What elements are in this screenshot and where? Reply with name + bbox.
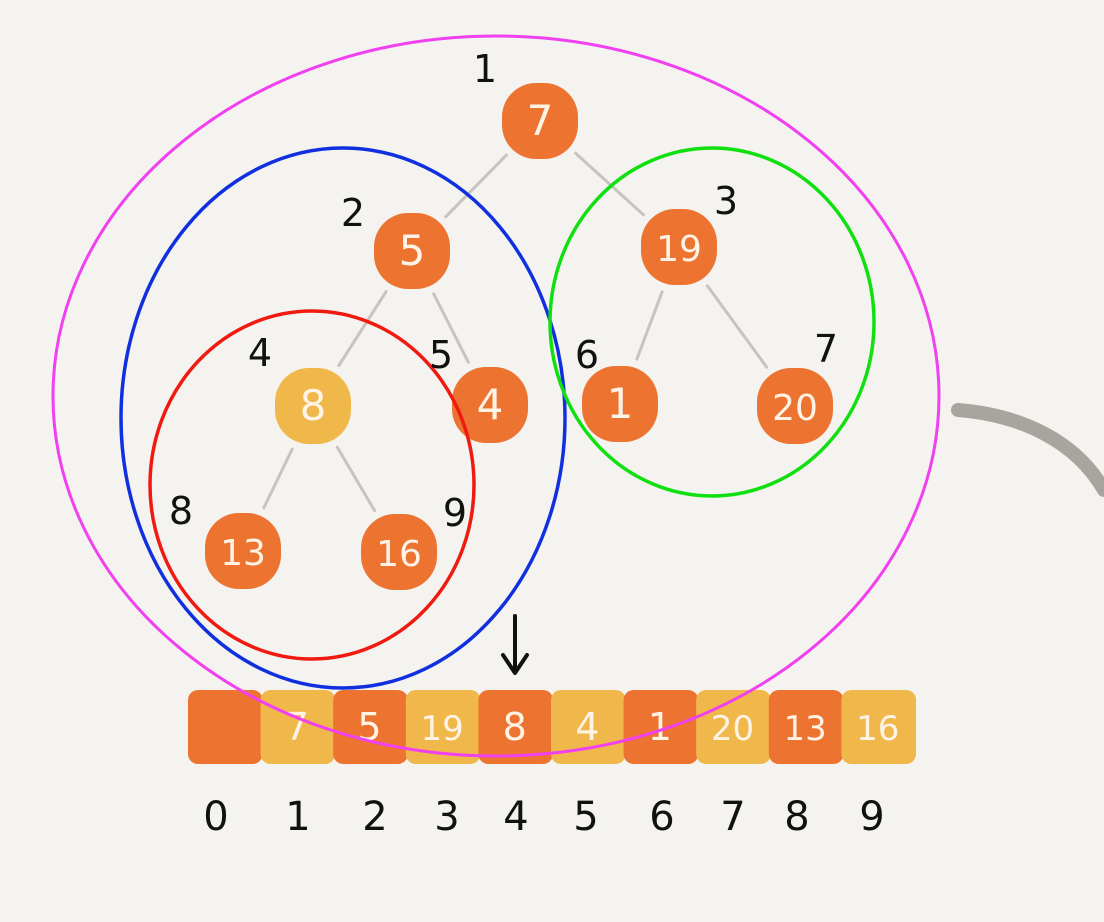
node-index-label: 5 — [429, 333, 453, 377]
tree-node: 19 — [641, 209, 717, 285]
tree-edge — [574, 151, 645, 217]
tree-node: 4 — [452, 367, 528, 443]
tree-node: 1 — [582, 366, 658, 442]
array-cell-box — [405, 690, 481, 764]
tree-edge — [432, 292, 470, 364]
array-index-label: 3 — [434, 794, 459, 840]
array-cell-value: 16 — [856, 709, 899, 749]
node-circle — [361, 514, 437, 590]
node-index-label: 4 — [248, 331, 272, 375]
node-value: 8 — [300, 381, 327, 430]
tree-edge — [705, 284, 769, 369]
array-cell: 1 — [623, 690, 699, 764]
array-index-label: 7 — [720, 794, 745, 840]
node-value: 4 — [477, 380, 504, 429]
node-index-label: 8 — [169, 489, 193, 533]
array-cell-value: 4 — [575, 705, 599, 749]
array-index-label: 5 — [573, 794, 598, 840]
node-circle — [374, 213, 450, 289]
node-circle — [275, 368, 351, 444]
outline-subtree-4 — [148, 309, 476, 661]
node-value: 20 — [772, 388, 818, 429]
array-cell-box — [768, 690, 844, 764]
node-circle — [582, 366, 658, 442]
tree-node: 8 — [275, 368, 351, 444]
tree-node: 5 — [374, 213, 450, 289]
tree-node: 13 — [205, 513, 281, 589]
node-value: 1 — [607, 379, 634, 428]
array-cell-box — [623, 690, 699, 764]
array-index-label: 9 — [859, 794, 884, 840]
tree-edge — [337, 289, 388, 368]
node-index-label: 7 — [814, 327, 838, 371]
node-index-label: 1 — [473, 47, 497, 91]
node-index-label: 6 — [575, 333, 599, 377]
array-cell-value: 20 — [711, 709, 754, 749]
tree-edge — [262, 447, 294, 510]
connector-curve — [951, 403, 1104, 497]
array-cell — [188, 690, 263, 764]
node-circle — [757, 368, 833, 444]
array-cell-value: 19 — [420, 709, 463, 749]
array-cell: 5 — [333, 690, 408, 764]
outline-subtree-3 — [548, 146, 876, 498]
node-value: 5 — [399, 226, 426, 275]
node-value: 13 — [220, 533, 266, 574]
node-index-label: 9 — [443, 491, 467, 535]
array-cell: 8 — [478, 690, 553, 764]
array-cell-box — [188, 690, 263, 764]
node-index-label: 3 — [714, 179, 738, 223]
node-circle — [452, 367, 528, 443]
tree-edges — [262, 151, 769, 513]
node-circle — [641, 209, 717, 285]
down-arrow-icon — [501, 614, 529, 675]
array-index-label: 0 — [203, 794, 228, 840]
outline-whole-tree — [51, 34, 941, 758]
node-value: 7 — [527, 96, 554, 145]
array-cell-box — [478, 690, 553, 764]
tree-node: 20 — [757, 368, 833, 444]
array-index-label: 1 — [285, 794, 310, 840]
tree-edge — [635, 290, 664, 361]
array-cell-value: 7 — [285, 705, 309, 749]
node-index-label: 2 — [341, 191, 365, 235]
array-index-label: 2 — [362, 794, 387, 840]
array-cell: 16 — [841, 690, 916, 764]
array-index-label: 6 — [649, 794, 674, 840]
tree-edge — [444, 153, 508, 219]
node-circle — [502, 83, 578, 159]
array-cell-box — [841, 690, 916, 764]
tree-edge — [335, 445, 377, 513]
tree-node: 7 — [502, 83, 578, 159]
outline-subtree-2 — [119, 146, 567, 690]
array-index-label: 4 — [503, 794, 528, 840]
array-cell-value: 8 — [503, 705, 527, 749]
subtree-outlines — [51, 34, 941, 758]
tree-node: 16 — [361, 514, 437, 590]
array-cell-value: 13 — [783, 709, 826, 749]
array-cell: 13 — [768, 690, 844, 764]
node-value: 19 — [656, 229, 702, 270]
array-cell: 19 — [405, 690, 481, 764]
array-index-label: 8 — [784, 794, 809, 840]
node-circle — [205, 513, 281, 589]
node-value: 16 — [376, 534, 422, 575]
